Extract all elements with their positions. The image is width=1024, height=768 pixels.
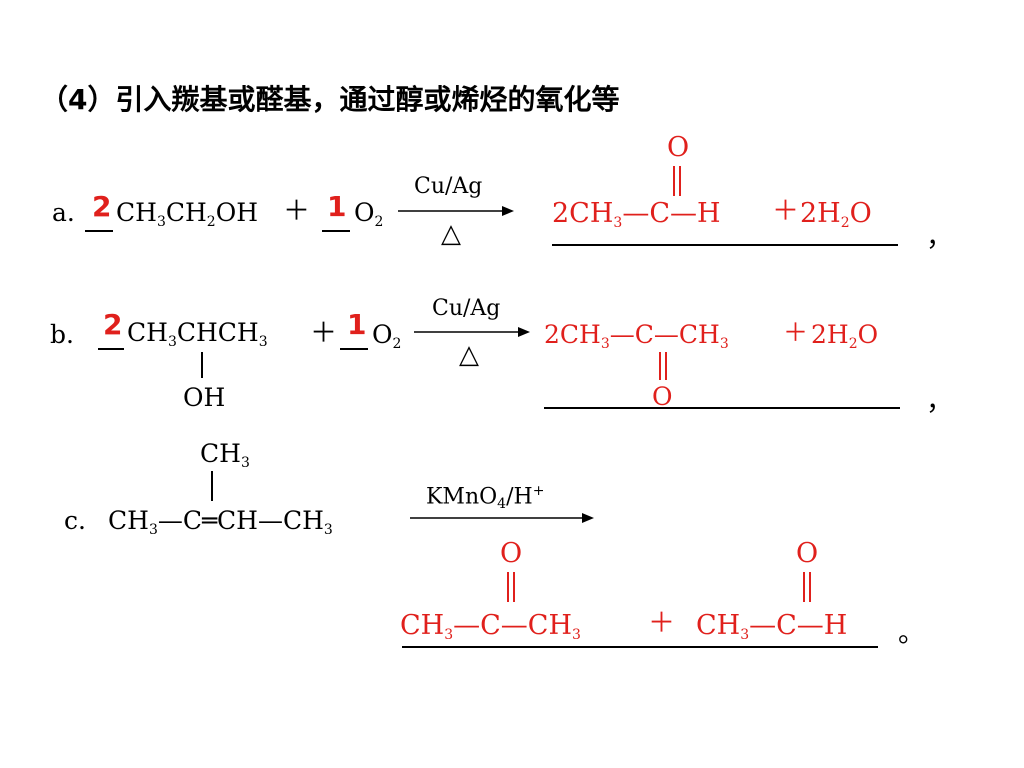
- plus-sign: ＋: [783, 318, 809, 347]
- product-acetone: 2CH3—C—CH3: [544, 320, 729, 352]
- coefficient-value: 2: [92, 190, 112, 223]
- answer-underline: [544, 407, 900, 409]
- double-bond: [665, 352, 667, 380]
- reaction-arrow: [414, 327, 530, 337]
- product-water: 2H2O: [811, 320, 879, 352]
- reactant-ethanol: CH3CH2OH: [116, 198, 259, 230]
- double-bond: [507, 572, 509, 602]
- reactant-oxygen: O2: [372, 320, 402, 352]
- reaction-a-label: a.: [52, 198, 75, 227]
- plus-sign: ＋: [772, 196, 799, 227]
- plus-sign: ＋: [648, 608, 675, 639]
- reactant-isopropanol: CH3CHCH3: [127, 318, 268, 350]
- product-water: 2H2O: [800, 198, 872, 231]
- coef-blank: [322, 230, 350, 232]
- reaction-condition: Cu/Ag: [414, 174, 483, 199]
- branch-methyl: CH3: [200, 439, 250, 471]
- plus-sign: ＋: [283, 196, 310, 227]
- reaction-arrow: [398, 206, 514, 216]
- heat-symbol: △: [459, 340, 479, 370]
- end-punctuation: 。: [898, 618, 925, 649]
- double-bond: [659, 352, 661, 380]
- reaction-b-label: b.: [50, 320, 74, 349]
- carbonyl-oxygen: O: [652, 382, 673, 411]
- reaction-c-label: c.: [64, 506, 86, 535]
- coefficient-value: 2: [103, 308, 123, 341]
- reactant-oxygen: O2: [354, 198, 384, 230]
- single-bond: [211, 471, 213, 501]
- hydroxyl-group: OH: [183, 383, 226, 412]
- answer-underline: [402, 646, 878, 648]
- carbonyl-oxygen: O: [667, 132, 690, 163]
- coefficient-value: 1: [327, 190, 347, 223]
- plus-sign: ＋: [310, 318, 337, 349]
- carbonyl-oxygen: O: [796, 538, 819, 569]
- reactant-alkene: CH3—C═CH—CH3: [108, 506, 333, 538]
- double-bond: [679, 166, 681, 196]
- section-title: （4）引入羰基或醛基，通过醇或烯烃的氧化等: [40, 83, 620, 116]
- double-bond: [809, 572, 811, 602]
- coef-blank: [98, 348, 124, 350]
- double-bond: [513, 572, 515, 602]
- reaction-condition: Cu/Ag: [432, 296, 501, 321]
- reaction-condition: KMnO4/H+: [426, 483, 545, 513]
- coef-blank: [85, 230, 113, 232]
- heat-symbol: △: [441, 219, 461, 249]
- product-acetaldehyde: 2CH3—C—H: [552, 198, 721, 231]
- end-punctuation: ，: [926, 222, 953, 253]
- coef-blank: [340, 348, 368, 350]
- answer-underline: [552, 244, 898, 246]
- double-bond: [673, 166, 675, 196]
- carbonyl-oxygen: O: [500, 538, 523, 569]
- reaction-arrow: [410, 513, 594, 523]
- end-punctuation: ，: [926, 386, 953, 417]
- single-bond: [201, 352, 203, 378]
- product-acetone: CH3—C—CH3: [400, 610, 581, 643]
- product-acetaldehyde: CH3—C—H: [696, 610, 848, 643]
- double-bond: [803, 572, 805, 602]
- coefficient-value: 1: [347, 308, 367, 341]
